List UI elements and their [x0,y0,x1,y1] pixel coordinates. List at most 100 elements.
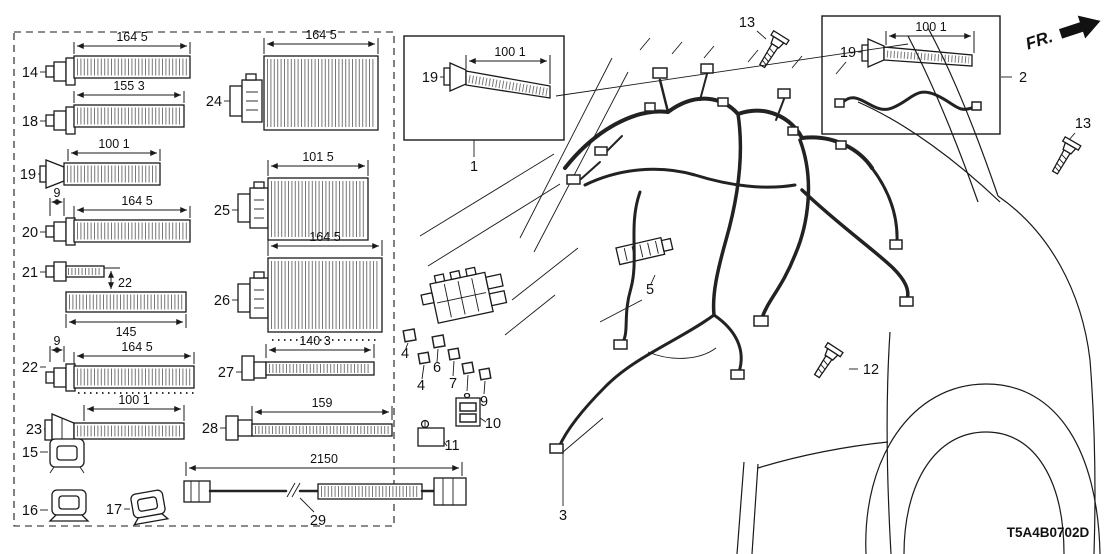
part-18-dimension-label: 155 3 [113,79,144,93]
part-22-dimension: 164 5 [73,340,195,364]
part-18-callout: 18 [22,114,38,130]
part-2-harness [883,46,973,67]
part-18: 18 155 3 [22,79,185,135]
part-2-dimension: 100 1 [885,20,975,53]
part-22-dimension-label: 164 5 [121,340,152,354]
part-1-harness [465,70,551,99]
part-5: 5 [615,236,674,298]
part-20-connector-icon [45,217,76,246]
part-20-width-label: 9 [54,186,61,200]
part-23-dimension-label: 100 1 [118,393,149,407]
part-15: 15 [22,438,85,474]
part-14: 14 164 5 [22,30,191,86]
part-14-dimension: 164 5 [73,30,191,54]
callout-3: 3 [559,508,567,524]
part-17-callout: 17 [106,502,122,518]
part-21-dimension: 145 [65,314,187,339]
part-25-dimension-label: 101 5 [302,150,333,164]
part-27-dimension: 140 3 [265,334,375,358]
diagram-code: T5A4B0702D [1007,525,1090,540]
callout-4a: 4 [401,346,409,362]
part-28-connector-icon [225,415,253,441]
part-23-callout: 23 [26,422,42,438]
bolt-13-right: 13 [1051,116,1091,175]
part-29-dimension-label: 2150 [310,452,338,466]
part-28: 28 159 [202,396,393,441]
fr-direction-indicator: FR. [1023,15,1101,54]
callout-9: 9 [480,394,488,410]
part-2-connector-icon [861,38,885,68]
part-15-clip-icon [49,438,85,474]
bolt-13-top: 13 [739,15,790,69]
part-21-dimension-label: 145 [116,325,137,339]
part-20-dimension-label: 164 5 [121,194,152,208]
callout-11: 11 [444,438,459,454]
instrument-panel-structure [419,37,909,359]
part-22-harness [73,365,196,394]
part-1-dimension: 100 1 [465,45,551,84]
part-26-callout: 26 [214,293,230,309]
part-27-connector-icon [241,355,267,381]
part-24: 24 164 5 [206,28,379,131]
part-27-callout: 27 [218,365,234,381]
part-2-callout: 2 [1019,70,1027,86]
part-20: 20 9 164 5 [22,186,191,246]
part-21-connector-icon [45,261,67,282]
part-5-callout: 5 [646,282,654,298]
fuse-box-assembly: 4 6 4 7 8 9 [401,266,508,454]
connector-6: 6 [431,334,446,376]
part-29: 29 2150 [183,452,467,529]
fr-label: FR. [1023,27,1055,54]
bolt-12-icon [813,341,844,379]
part-20-width-dimension: 9 [49,186,65,216]
part-14-dimension-label: 164 5 [116,30,147,44]
part-23-dimension: 100 1 [83,393,185,421]
part-29-cable [183,477,467,506]
part-17-clip-icon [130,489,170,526]
part-1-connector-icon [443,62,467,92]
part-24-callout: 24 [206,94,222,110]
part-18-dimension: 155 3 [73,79,185,103]
callout-4b: 4 [417,378,425,394]
part-15-callout: 15 [22,445,38,461]
part-16: 16 [22,489,90,522]
part-26-dimension-label: 164 5 [309,230,340,244]
wire-harness-illustration [549,63,914,454]
part-28-harness [251,423,393,437]
part-21-offset-label: 22 [118,276,132,290]
part-21: 21 22 145 [22,261,187,339]
part-21-callout: 21 [22,265,38,281]
part-29-callout: 29 [310,513,326,529]
part-22: 22 9 164 5 [22,334,196,394]
part-2-dimension-label: 100 1 [915,20,946,34]
part-27-harness [265,361,375,376]
connector-7: 7 [447,347,461,392]
part-18-harness [73,104,185,128]
part-29-dimension: 2150 [185,452,463,476]
part-19-harness [63,162,161,186]
part-1-sub-callout: 19 [422,70,438,86]
connector-4a: 4 [401,328,417,362]
part-27-dimension-label: 140 3 [299,334,330,348]
part-1-callout: 1 [470,159,478,175]
callout-7: 7 [449,376,457,392]
bolt-13-top-icon [758,29,790,69]
part-14-harness [73,55,191,79]
part-2-box: 2 19 100 1 [821,15,1027,135]
bolt-12: 12 [813,341,879,379]
part-24-dimension-label: 164 5 [305,28,336,42]
fuse-box-icon [420,266,508,324]
part-16-callout: 16 [22,503,38,519]
part-19-callout: 19 [20,167,36,183]
fr-arrow-icon [1059,15,1101,39]
part-21-offset-dimension: 22 [104,267,132,290]
part-20-dimension: 164 5 [73,194,191,218]
part-22-connector-icon [45,363,76,392]
part-14-connector-icon [45,57,76,86]
bracket-11: 11 [417,419,460,454]
part-17: 17 [106,489,170,526]
part-26: 26 164 5 [214,230,383,341]
bolt-13-right-icon [1051,135,1082,175]
connector-9: 9 [478,367,492,410]
part-25-dimension: 101 5 [267,150,369,176]
